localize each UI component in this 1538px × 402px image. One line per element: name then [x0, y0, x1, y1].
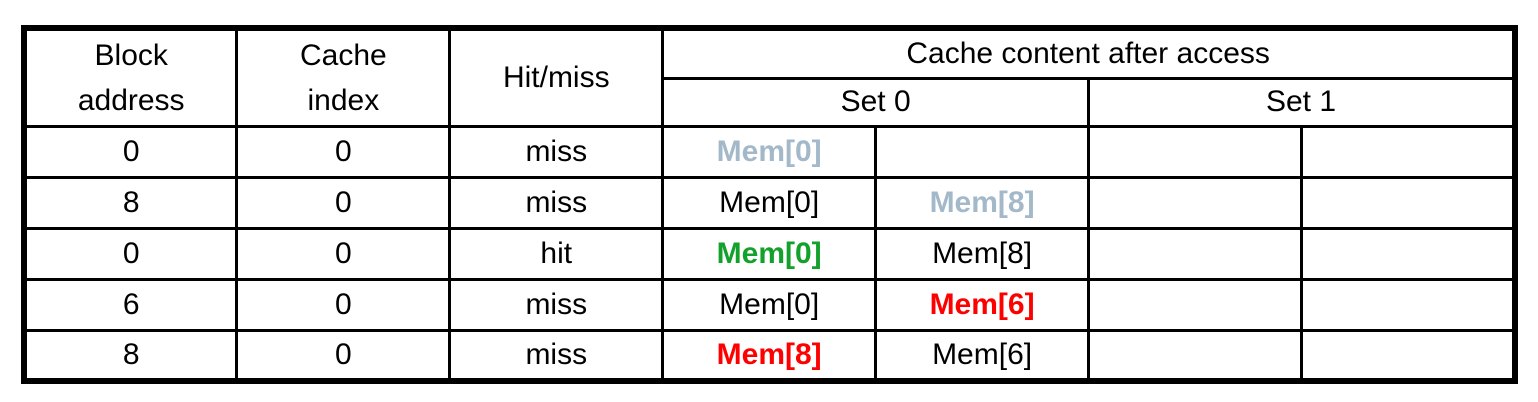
col-header-cache-content: Cache content after access [661, 26, 1517, 80]
cache-index-cell: 0 [235, 328, 452, 383]
set1-way1-cell [1299, 277, 1517, 332]
hit-miss-cell: miss [448, 175, 665, 230]
set0-way0-cell: Mem[0] [661, 277, 878, 332]
hit-miss-cell: miss [448, 328, 665, 383]
table-row: 8 0 miss Mem[0] Mem[8] [22, 175, 1517, 230]
set1-way0-cell [1087, 277, 1303, 332]
table-row: 8 0 miss Mem[8] Mem[6] [22, 328, 1517, 383]
header-row-1: Block address Cache index Hit/miss Cache… [22, 26, 1517, 128]
hit-miss-cell: miss [448, 277, 665, 332]
set1-way0-cell [1087, 175, 1303, 230]
set1-way1-cell [1299, 328, 1517, 383]
table-row: 6 0 miss Mem[0] Mem[6] [22, 277, 1517, 332]
set0-way0-cell: Mem[0] [661, 175, 878, 230]
header-row-2: Set 0 Set 1 [24, 76, 1517, 128]
block-address-cell: 8 [22, 175, 239, 230]
set1-way0-cell [1087, 226, 1303, 281]
block-address-cell: 8 [22, 328, 239, 383]
set1-way1-cell [1299, 226, 1517, 281]
col-header-cache-index: Cache index [235, 26, 452, 128]
col-header-set1: Set 1 [1087, 76, 1517, 128]
block-address-cell: 6 [22, 277, 239, 332]
set0-way1-cell: Mem[8] [874, 175, 1091, 230]
hit-miss-cell: hit [448, 226, 665, 281]
set0-way1-cell: Mem[8] [874, 226, 1091, 281]
set1-way1-cell [1299, 124, 1517, 179]
set0-way1-cell: Mem[6] [874, 277, 1091, 332]
block-address-cell: 0 [22, 226, 239, 281]
set0-way0-cell: Mem[8] [661, 328, 878, 383]
set1-way0-cell [1087, 124, 1303, 179]
set0-way0-cell: Mem[0] [661, 124, 878, 179]
table-row: 0 0 miss Mem[0] [22, 124, 1517, 179]
cache-index-cell: 0 [235, 226, 452, 281]
set0-way0-cell: Mem[0] [661, 226, 878, 281]
block-address-cell: 0 [22, 124, 239, 179]
set0-way1-cell [874, 124, 1091, 179]
col-header-set0: Set 0 [661, 76, 1091, 128]
col-header-hit-miss: Hit/miss [448, 26, 665, 128]
cache-index-cell: 0 [235, 124, 452, 179]
hit-miss-cell: miss [448, 124, 665, 179]
cache-index-cell: 0 [235, 277, 452, 332]
table-row: 0 0 hit Mem[0] Mem[8] [22, 226, 1517, 281]
set1-way1-cell [1299, 175, 1517, 230]
cache-index-cell: 0 [235, 175, 452, 230]
col-header-block-address: Block address [22, 26, 239, 128]
set0-way1-cell: Mem[6] [874, 328, 1091, 383]
set1-way0-cell [1087, 328, 1303, 383]
cache-content-table: Block address Cache index Hit/miss Cache… [21, 25, 1518, 384]
